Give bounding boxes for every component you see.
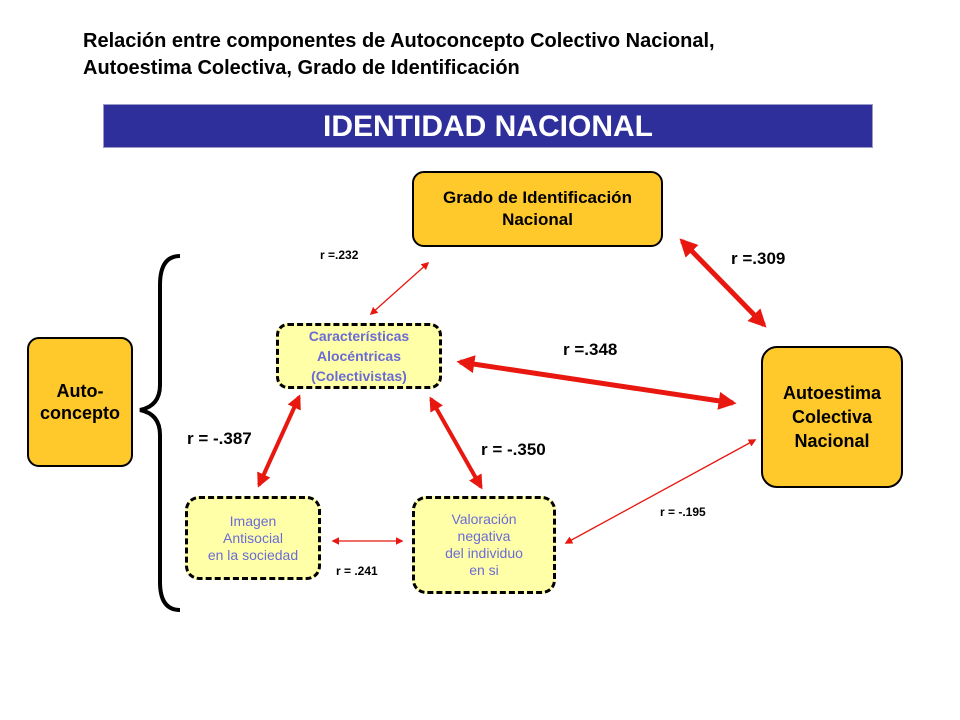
autoestima-line-1: Autoestima (782, 383, 881, 403)
autoconcepto-line-2: concepto (39, 403, 120, 423)
title-line-1: Relación entre componentes de Autoconcep… (83, 30, 715, 52)
arrow-caracteristicas-grado (369, 261, 430, 316)
imagen-antisocial-node: Imagen Antisocial en la sociedad (185, 496, 321, 580)
grado-identificacion-node: Grado de Identificación Nacional (412, 171, 663, 247)
valoracion-line-1: Valoración (451, 511, 517, 527)
caracteristicas-line-1: Características (308, 328, 410, 344)
imagen-line-1: Imagen (229, 512, 277, 529)
arrow-imagen-caracteristicas (257, 394, 301, 488)
autoestima-line-2: Colectiva (791, 407, 873, 427)
arrow-grado-autoestima (679, 238, 767, 328)
valoracion-line-4: en si (469, 562, 499, 578)
caracteristicas-node: Características Alocéntricas (Colectivis… (276, 323, 442, 389)
valoracion-negativa-node: Valoración negativa del individuo en si (412, 496, 556, 594)
arrow-valoracion-autoestima (564, 439, 757, 544)
valoracion-line-2: negativa (457, 528, 511, 544)
autoestima-node: Autoestima Colectiva Nacional (761, 346, 903, 488)
autoconcepto-line-1: Auto- (56, 381, 104, 401)
arrow-valoracion-caracteristicas (429, 396, 483, 490)
title-line-2: Autoestima Colectiva, Grado de Identific… (83, 57, 520, 79)
r-imagen-caracteristicas-label: r = -.387 (187, 429, 252, 448)
arrow-caracteristicas-autoestima (456, 355, 737, 410)
autoestima-line-3: Nacional (794, 431, 870, 451)
caracteristicas-line-3: (Colectivistas) (311, 368, 407, 384)
valoracion-line-3: del individuo (445, 545, 523, 561)
imagen-line-2: Antisocial (223, 529, 283, 546)
identidad-nacional-banner: IDENTIDAD NACIONAL (103, 104, 873, 148)
grado-line-2: Nacional (502, 210, 573, 229)
r-grado-autoestima-label: r =.309 (731, 249, 786, 268)
r-valoracion-autoestima-label: r = -.195 (660, 505, 706, 519)
autoconcepto-brace (139, 254, 181, 612)
grado-line-1: Grado de Identificación (443, 188, 632, 207)
r-imagen-valoracion-label: r = .241 (336, 564, 378, 578)
r-caracteristicas-autoestima-label: r =.348 (563, 340, 618, 359)
page-title: Relación entre componentes de Autoconcep… (83, 28, 903, 82)
imagen-line-3: en la sociedad (207, 546, 299, 563)
autoconcepto-node: Auto- concepto (27, 337, 133, 467)
r-caracteristicas-grado-label: r =.232 (320, 248, 359, 262)
r-valoracion-caracteristicas-label: r = -.350 (481, 440, 546, 459)
caracteristicas-line-2: Alocéntricas (316, 348, 402, 364)
